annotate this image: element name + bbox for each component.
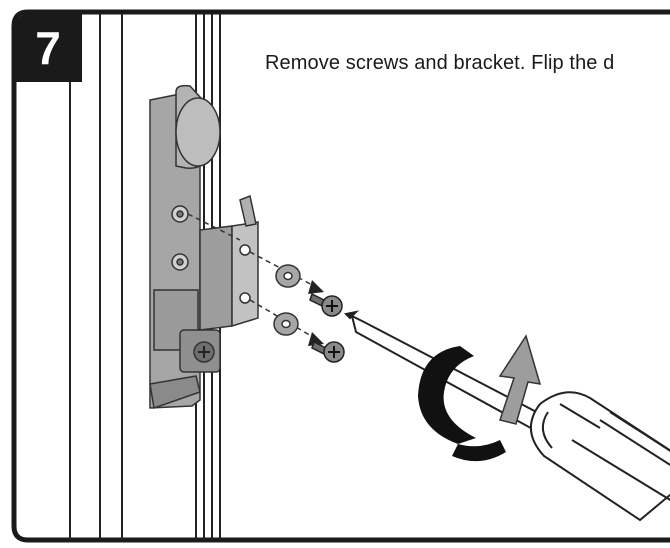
instruction-text: Remove screws and bracket. Flip the d (265, 52, 615, 74)
step-number-badge: 7 (14, 14, 82, 82)
direction-arrow-icon (498, 334, 542, 425)
bracket (199, 194, 259, 331)
washers (273, 264, 301, 336)
guide-arrowheads (308, 280, 324, 346)
panel-frame (11, 9, 670, 543)
screws (309, 292, 345, 363)
rotation-arrow-icon (418, 346, 506, 462)
